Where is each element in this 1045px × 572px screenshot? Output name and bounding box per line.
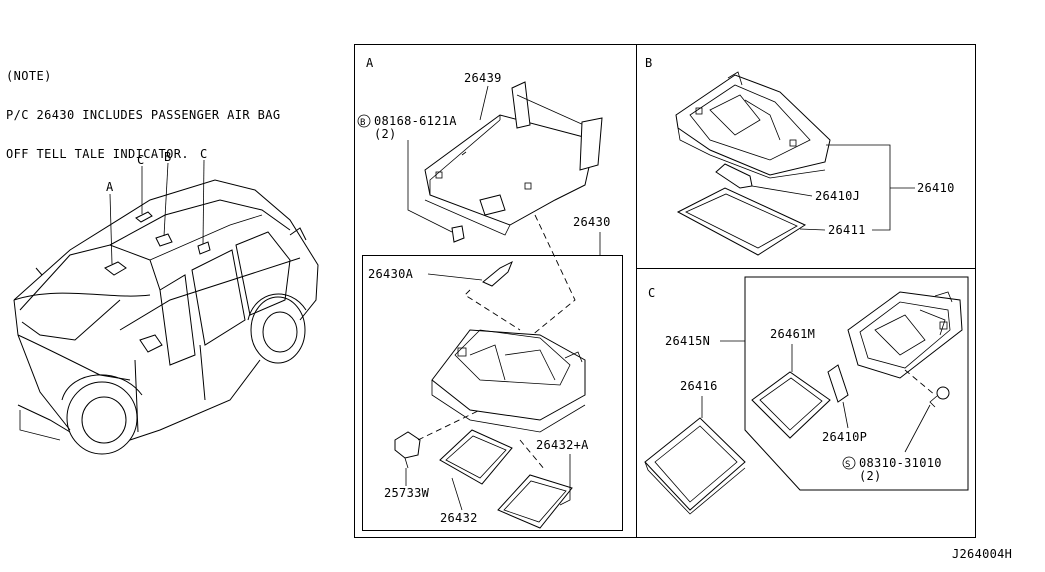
lens-26411 [676, 187, 807, 256]
label-26430: 26430 [573, 215, 611, 229]
panel-c-frame [636, 268, 976, 538]
lamp-housing-26430 [431, 329, 586, 421]
label-screw-code: 08310-31010 [859, 456, 942, 470]
label-bolt-code: 08168-6121A [374, 114, 457, 128]
label-26432a: 26432+A [536, 438, 589, 452]
panel-b: B 26410J 26411 26410 [645, 56, 955, 256]
vehicle-lamp-a [104, 261, 127, 276]
callout-b: B [164, 150, 172, 164]
callout-c-1: C [137, 153, 145, 167]
callout-a: A [106, 180, 114, 194]
bolt-08168 [451, 225, 465, 243]
screw-symbol-circle [842, 456, 856, 470]
callout-c-2: C [200, 147, 208, 161]
label-26461m: 26461M [770, 327, 815, 341]
bolt-symbol-circle [357, 114, 371, 128]
diagram-code: J264004H [952, 547, 1012, 561]
screw-symbol: S [845, 460, 851, 470]
lens-26432 [439, 429, 513, 485]
label-26410p: 26410P [822, 430, 867, 444]
panel-a-letter: A [366, 56, 374, 70]
vehicle-illustration: A C B C [13, 147, 319, 455]
label-26416: 26416 [680, 379, 718, 393]
label-26411: 26411 [828, 223, 866, 237]
panel-c: C 26415N 26461M 26410P [644, 276, 969, 515]
note-block: (NOTE) P/C 26430 INCLUDES PASSENGER AIR … [6, 44, 281, 187]
lens-26416 [644, 417, 746, 511]
label-26410: 26410 [917, 181, 955, 195]
lamp-housing-26415 [847, 291, 963, 379]
bulb-26430a [482, 260, 513, 287]
bulb-26410p [827, 364, 849, 403]
note-line-1: P/C 26430 INCLUDES PASSENGER AIR BAG [6, 108, 281, 122]
panel-b-letter: B [645, 56, 653, 70]
vehicle-lamp-c1 [135, 211, 153, 223]
label-26415n: 26415N [665, 334, 710, 348]
bolt-symbol: B [360, 118, 366, 128]
label-25733w: 25733W [384, 486, 430, 500]
label-26439: 26439 [464, 71, 502, 85]
note-title: (NOTE) [6, 69, 52, 83]
lens-26432a [497, 474, 573, 529]
panel-a: A 26439 B 08168-6121A (2) [357, 56, 623, 531]
label-26430a: 26430A [368, 267, 414, 281]
bulb-26410j [715, 163, 753, 189]
vehicle-lamp-c2 [197, 241, 211, 255]
panel-c-letter: C [648, 286, 656, 300]
label-26410j: 26410J [815, 189, 860, 203]
screw-08310 [936, 386, 950, 400]
bracket-26439 [424, 114, 596, 226]
label-screw-qty: (2) [859, 469, 882, 483]
connector-25733w [394, 431, 421, 459]
assembly-26430-box [362, 255, 623, 531]
label-bolt-qty: (2) [374, 127, 397, 141]
label-26432: 26432 [440, 511, 478, 525]
lamp-assembly-26410 [675, 74, 831, 176]
note-line-2: OFF TELL TALE INDICATOR. [6, 147, 189, 161]
lens-26461m [751, 371, 831, 439]
assembly-26415n-box [744, 276, 969, 491]
